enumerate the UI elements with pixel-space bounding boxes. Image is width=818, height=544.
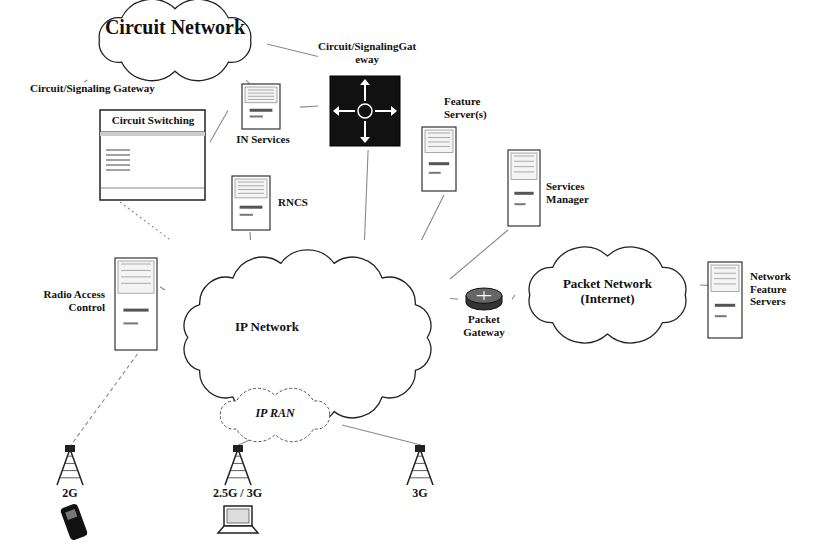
- server-icon: [232, 176, 270, 230]
- node-label: Circuit Switching: [104, 114, 202, 127]
- network-link: [120, 202, 170, 240]
- node-label: IN Services: [228, 133, 298, 146]
- node-label: 2G: [45, 487, 95, 501]
- network-link: [210, 110, 228, 142]
- server-icon: [422, 127, 456, 191]
- network-link: [71, 354, 138, 445]
- network-link: [342, 425, 421, 445]
- laptop: [218, 506, 258, 533]
- tower-node: 3G: [395, 445, 447, 503]
- node-label: 2.5G / 3G: [205, 487, 270, 501]
- network-link: [267, 44, 318, 57]
- node-label: Radio Access Control: [10, 288, 105, 313]
- node-label: Network Feature Servers: [750, 270, 791, 308]
- tower-node: 2.5G / 3G: [205, 445, 272, 503]
- node-label: Services Manager: [546, 180, 589, 205]
- cloud-network: IP RAN: [210, 390, 342, 440]
- server-node: Network Feature Servers: [708, 262, 808, 340]
- node-label: RNCS: [278, 196, 308, 209]
- router-node: Packet Gateway: [458, 288, 512, 344]
- node-label: Circuit/SignalingGat eway: [318, 40, 416, 65]
- server-node: Services Manager: [508, 150, 603, 230]
- node-label: Packet Gateway: [458, 313, 510, 338]
- network-link: [249, 232, 251, 240]
- node-label: Circuit Network: [85, 16, 265, 39]
- network-link: [422, 195, 445, 240]
- tower-icon: [57, 445, 83, 485]
- node-label: IP Network: [235, 320, 299, 335]
- node-label: 3G: [395, 487, 445, 501]
- mobile-phone: [60, 503, 89, 541]
- server-icon: [242, 84, 280, 129]
- server-icon: [508, 150, 540, 226]
- node-label: Feature Server(s): [444, 95, 487, 120]
- network-link: [365, 150, 369, 240]
- server-node: Feature Server(s): [420, 95, 500, 195]
- gateway-node: Circuit/SignalingGat eway: [318, 40, 418, 150]
- node-label: IP RAN: [210, 407, 340, 421]
- tower-icon: [407, 445, 433, 485]
- cloud-outline: [99, 0, 251, 81]
- switch-box: Circuit/Signaling GatewayCircuit Switchi…: [30, 82, 210, 202]
- node-shape: [30, 82, 210, 202]
- network-link: [300, 106, 318, 107]
- cloud-outline: [529, 247, 686, 343]
- server-icon: [708, 262, 742, 338]
- server-icon: [115, 258, 157, 350]
- server-node: IN Services: [228, 84, 300, 150]
- tower-icon: [225, 445, 251, 485]
- node-label: Packet Network (Internet): [545, 277, 670, 307]
- cloud-network: Circuit Network: [85, 0, 267, 80]
- network-link: [512, 295, 515, 299]
- node-shape: [85, 0, 267, 80]
- server-node: Radio Access Control: [10, 258, 160, 354]
- node-shape: [232, 176, 322, 232]
- cloud-network: Packet Network (Internet): [515, 245, 700, 345]
- server-node: RNCS: [232, 176, 322, 232]
- gw-icon: [330, 76, 400, 146]
- router-icon: [466, 288, 502, 310]
- tower-node: 2G: [45, 445, 97, 503]
- network-link: [84, 80, 87, 82]
- cloud-network: IP RAN IP Network: [165, 240, 450, 435]
- node-label: Circuit/Signaling Gateway: [30, 82, 155, 95]
- box-icon: [100, 110, 205, 200]
- network-link: [160, 287, 165, 290]
- network-link: [700, 284, 708, 285]
- network-link: [239, 440, 250, 445]
- network-link: [450, 230, 508, 279]
- network-link: [450, 298, 458, 300]
